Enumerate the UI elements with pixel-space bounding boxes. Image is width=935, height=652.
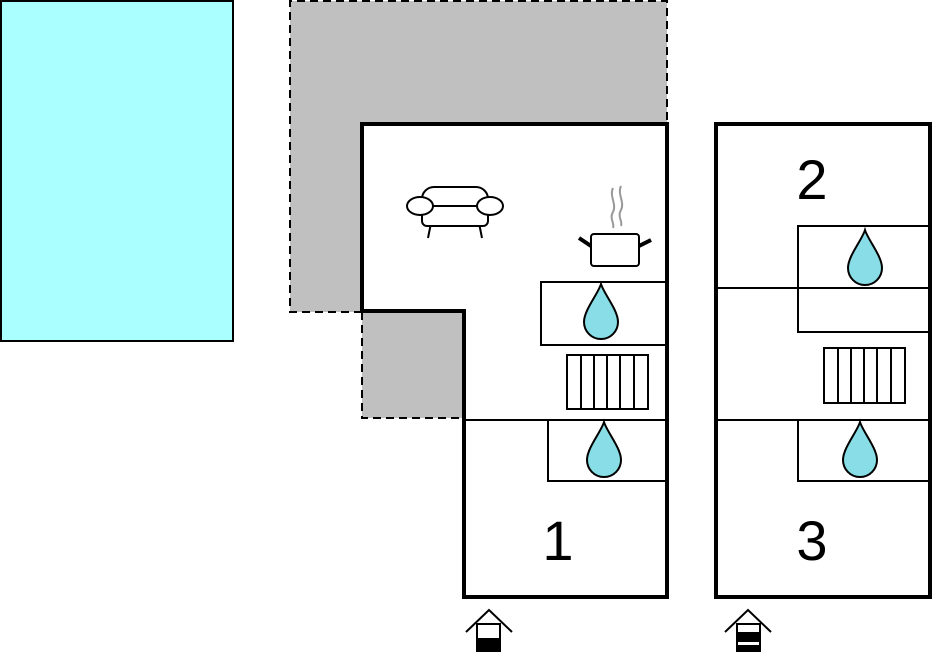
room-number-1: 1	[542, 509, 573, 572]
entrance-icon	[724, 608, 772, 652]
water-drop-icon	[847, 229, 883, 286]
bathroom-upper-right	[797, 225, 931, 333]
radiator-icon	[566, 354, 649, 410]
pool	[0, 0, 234, 342]
building-left-walls	[360, 122, 669, 599]
water-drop-icon	[583, 283, 619, 340]
entrance-icon	[465, 608, 513, 652]
water-drop-icon	[842, 421, 878, 478]
bathroom-lower-left	[547, 419, 668, 482]
terrace-outline	[289, 0, 668, 419]
building-right-walls	[714, 122, 932, 599]
terrace	[290, 1, 667, 418]
sofa-icon	[406, 186, 504, 239]
water-drop-icon	[586, 421, 622, 478]
bathroom-lower-right	[797, 419, 931, 482]
bathroom-upper-left	[540, 281, 668, 346]
room-number-3: 3	[796, 509, 827, 572]
cooking-pot-icon	[577, 185, 652, 267]
room-number-2: 2	[796, 148, 827, 211]
radiator-icon	[823, 347, 906, 404]
